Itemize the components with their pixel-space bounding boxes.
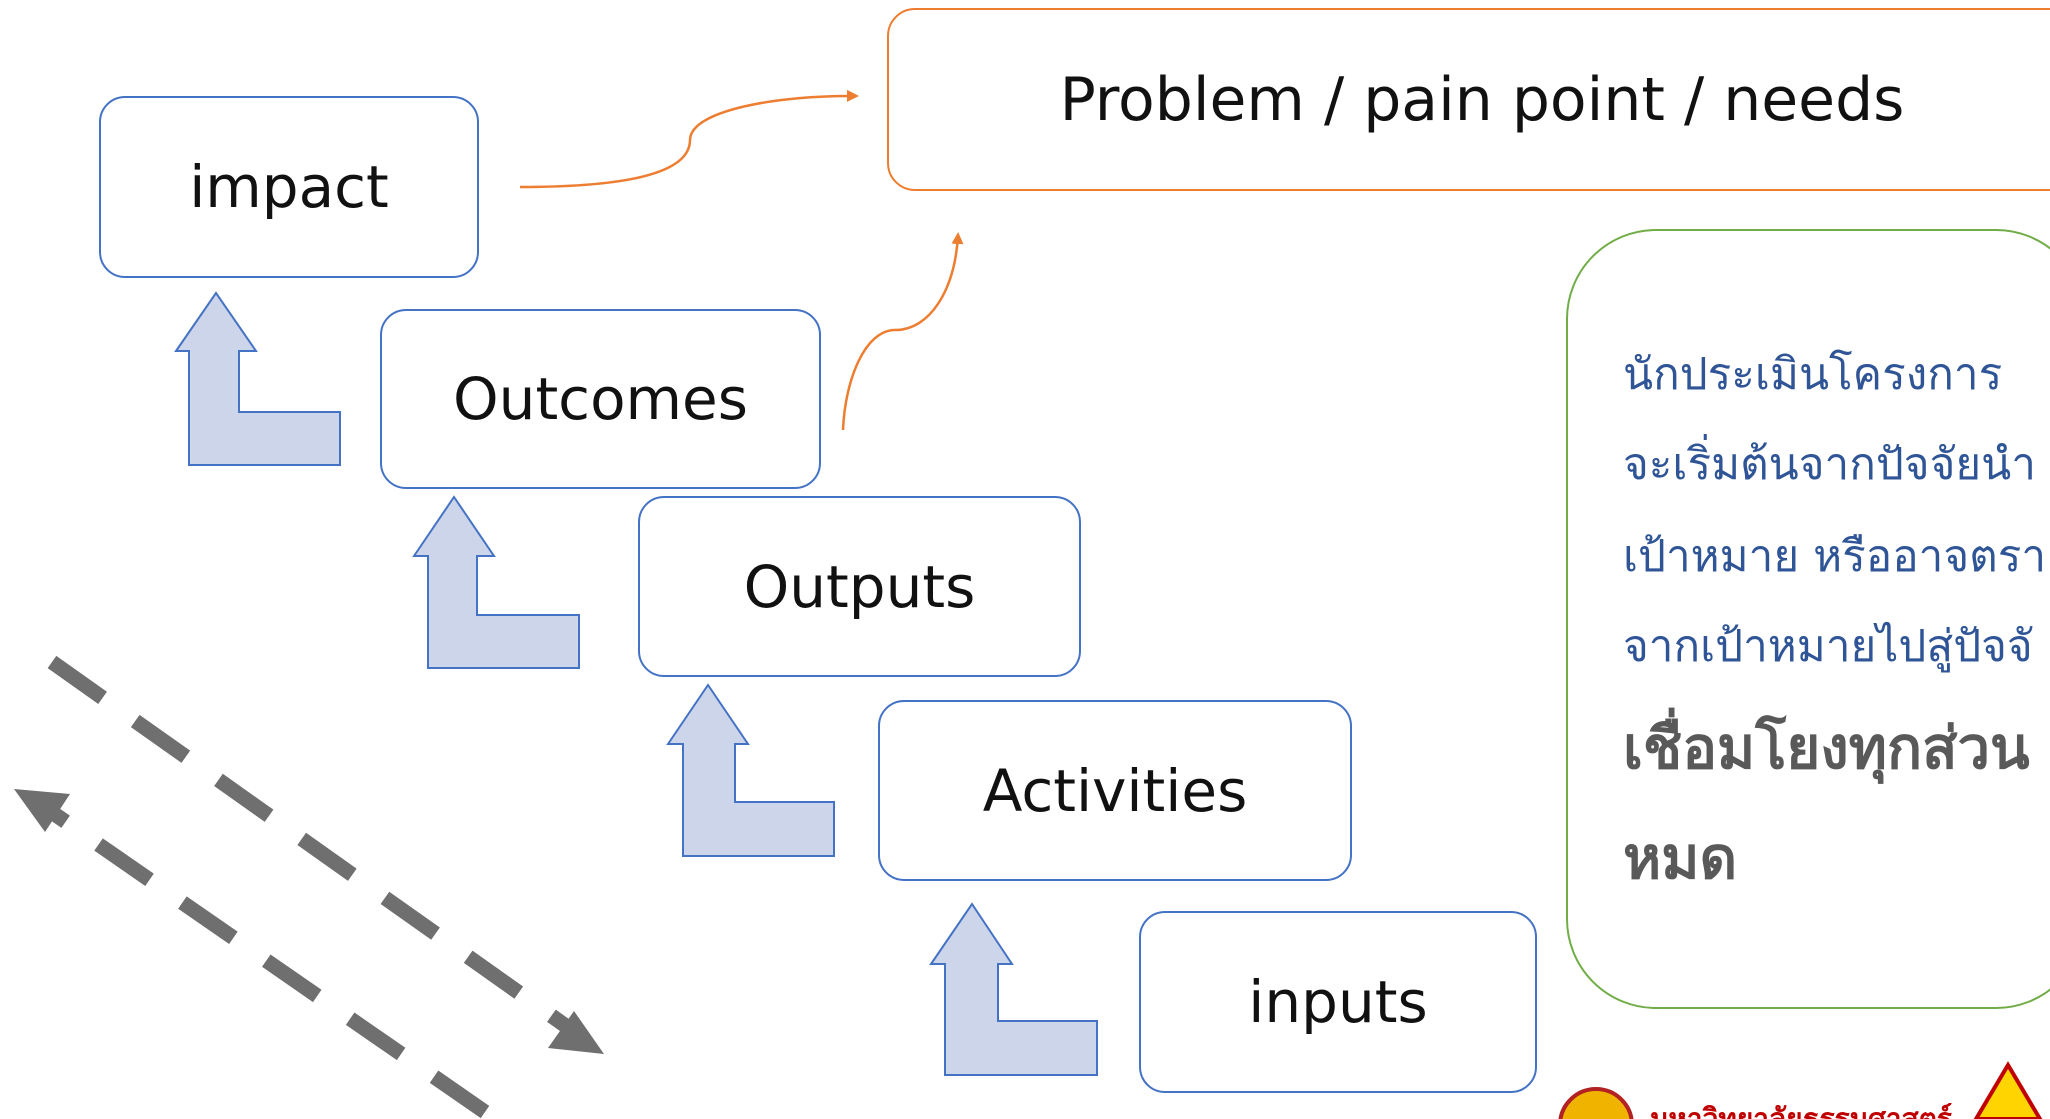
outcomes-to-problem-arrow	[841, 232, 964, 431]
activities-box: Activities	[878, 700, 1352, 881]
problem-label: Problem / pain point / needs	[1059, 64, 1905, 135]
university-name: มหาวิทยาลัยธรรมศาสตร์	[1650, 1102, 1952, 1119]
note-line-6: หมด	[1623, 824, 1738, 892]
impact-label: impact	[189, 153, 389, 221]
up-arrow-outputs	[666, 683, 835, 857]
outputs-box: Outputs	[638, 496, 1081, 677]
impact-to-problem-arrow	[519, 89, 859, 189]
inputs-box: inputs	[1139, 911, 1537, 1093]
dashed-arrow-down	[47, 655, 585, 1043]
note-line-1: นักประเมินโครงการ	[1623, 349, 2003, 400]
dashed-arrow-up	[35, 797, 490, 1119]
outputs-label: Outputs	[743, 552, 976, 621]
up-arrow-outcomes	[412, 495, 580, 669]
note-line-2: จะเริ่มต้นจากปัจจัยนำ	[1623, 439, 2036, 490]
dashed-arrow-down-head	[548, 1011, 604, 1054]
note-line-3: เป้าหมาย หรืออาจตรา	[1623, 531, 2047, 582]
dashed-arrow-up-head	[14, 789, 70, 832]
outcomes-box: Outcomes	[380, 309, 821, 489]
note-line-4: จากเป้าหมายไปสู่ปัจจั	[1623, 621, 2033, 672]
problem-box: Problem / pain point / needs	[887, 8, 2050, 191]
up-arrow-activities	[929, 902, 1098, 1076]
evaluator-note-box: นักประเมินโครงการ จะเริ่มต้นจากปัจจัยนำ …	[1566, 229, 2050, 1009]
activities-label: Activities	[982, 756, 1248, 825]
up-arrow-impact	[174, 291, 341, 466]
impact-box: impact	[99, 96, 479, 278]
inputs-label: inputs	[1248, 968, 1428, 1036]
outcomes-label: Outcomes	[453, 365, 748, 433]
note-line-5: เชื่อมโยงทุกส่วน	[1623, 714, 2030, 782]
